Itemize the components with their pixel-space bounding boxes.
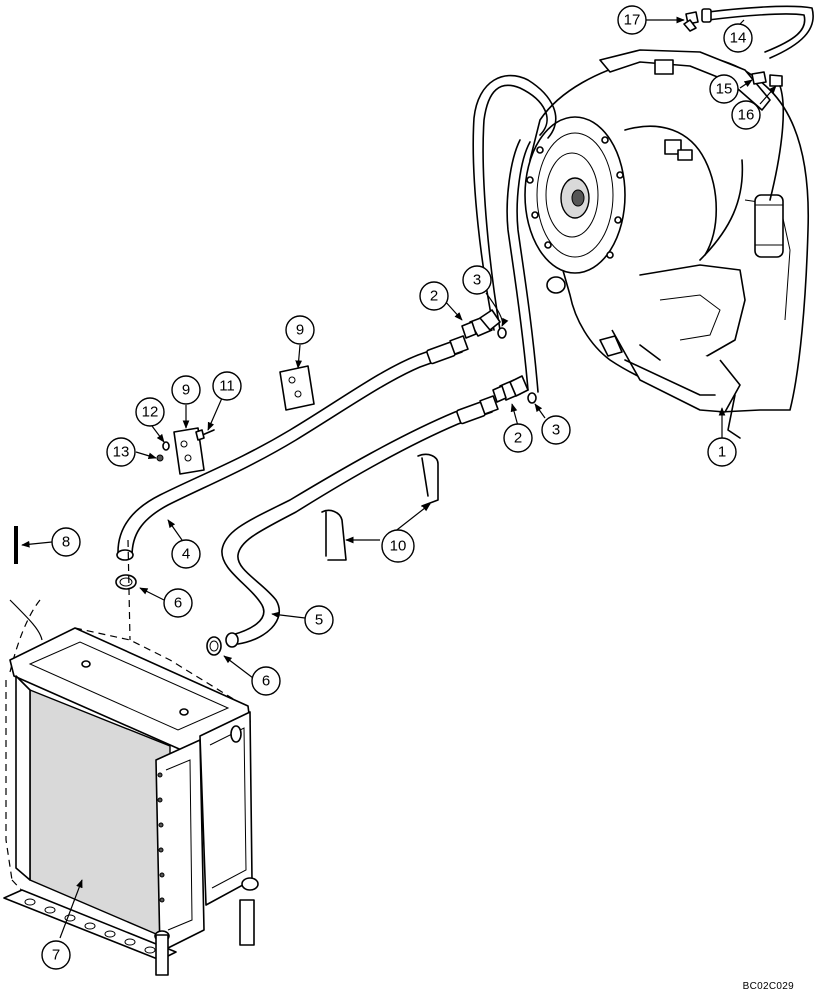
hose-5 [221, 395, 499, 648]
transmission-cooler-loop-hose [472, 74, 557, 393]
callout-4: 4 [171, 539, 201, 569]
callout-12: 12 [135, 397, 165, 427]
callout-2-lower: 2 [503, 423, 533, 453]
svg-text:10: 10 [390, 538, 407, 555]
callout-15: 15 [709, 74, 739, 104]
svg-text:9: 9 [296, 322, 304, 339]
bolt-11 [195, 429, 215, 441]
svg-text:6: 6 [174, 595, 182, 612]
hose-clamp-block-9-upper [279, 365, 315, 411]
svg-text:5: 5 [315, 612, 323, 629]
svg-text:4: 4 [182, 546, 190, 563]
fitting-17 [683, 11, 699, 32]
callout-7: 7 [41, 940, 71, 970]
callout-8: 8 [51, 527, 81, 557]
fitting-16 [769, 74, 785, 201]
transmission-assembly [524, 49, 810, 439]
svg-text:14: 14 [730, 30, 747, 47]
callout-2-upper: 2 [419, 281, 449, 311]
hose-clamp-6-upper [115, 574, 137, 590]
svg-text:11: 11 [219, 378, 235, 395]
callout-3-upper: 3 [462, 265, 492, 295]
hose-clamp-block-9-lower [173, 427, 205, 475]
mounting-bracket-10 [321, 453, 439, 561]
elbow-fitting-2-upper [461, 309, 501, 339]
callout-5: 5 [304, 605, 334, 635]
callout-17: 17 [617, 5, 647, 35]
callout-1: 1 [707, 437, 737, 467]
nut-13 [156, 454, 164, 462]
svg-text:12: 12 [142, 404, 159, 421]
washer-12 [162, 441, 170, 451]
svg-text:8: 8 [62, 534, 70, 551]
svg-text:2: 2 [430, 288, 438, 305]
hose-14 [701, 5, 814, 59]
svg-text:3: 3 [552, 422, 560, 439]
svg-text:7: 7 [52, 947, 60, 964]
figure-reference-code: BC02C029 [742, 981, 794, 992]
o-ring-3-lower [527, 392, 537, 404]
svg-text:9: 9 [182, 382, 190, 399]
callout-10: 10 [381, 529, 415, 563]
oil-cooler-assembly [3, 539, 259, 976]
callout-16: 16 [731, 100, 761, 130]
elbow-fitting-2-lower [492, 375, 529, 403]
callout-11: 11 [212, 371, 242, 401]
callout-13: 13 [106, 437, 136, 467]
callout-14: 14 [723, 23, 753, 53]
callout-6-lower: 6 [251, 666, 281, 696]
leader-lines [9, 16, 777, 939]
svg-text:1: 1 [718, 444, 726, 461]
fitting-15 [751, 71, 767, 85]
svg-text:16: 16 [738, 107, 755, 124]
callout-9-upper: 9 [285, 315, 315, 345]
svg-text:6: 6 [262, 673, 270, 690]
o-ring-3-upper [497, 327, 507, 339]
callout-9-lower: 9 [171, 375, 201, 405]
svg-text:15: 15 [716, 81, 733, 98]
svg-text:17: 17 [624, 12, 641, 29]
svg-text:3: 3 [473, 272, 481, 289]
svg-text:2: 2 [514, 430, 522, 447]
callout-6-upper: 6 [163, 588, 193, 618]
hose-4 [116, 335, 469, 561]
callout-3-lower: 3 [541, 415, 571, 445]
hose-clamp-6-lower [206, 636, 222, 656]
svg-text:13: 13 [113, 444, 130, 461]
